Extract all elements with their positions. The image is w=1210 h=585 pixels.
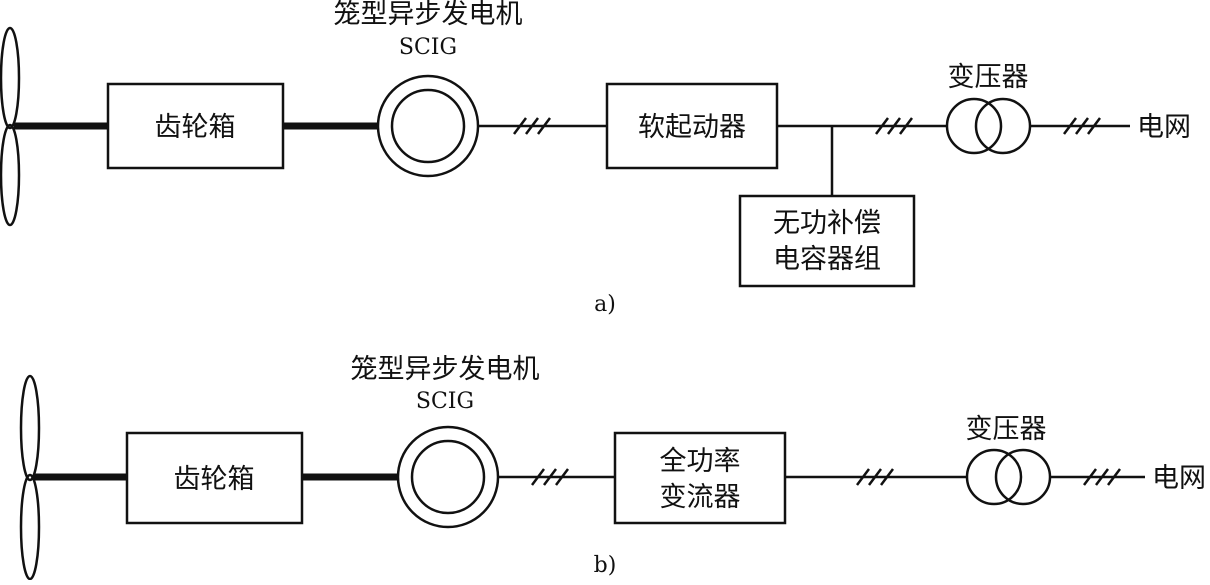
generator-cn-label-a: 笼型异步发电机: [334, 0, 523, 30]
diagram-a: [0, 26, 1130, 288]
caption-b: b): [594, 553, 617, 578]
transformer-icon-a: [945, 97, 1032, 155]
gearbox-label-a: 齿轮箱: [155, 112, 236, 143]
three-phase-mark-b3: [1083, 468, 1121, 486]
three-phase-mark-a3: [1063, 117, 1101, 135]
three-phase-mark-b1: [531, 468, 569, 486]
converter-label-line1-b: 全功率: [660, 446, 741, 477]
diagram-b: [19, 374, 1145, 581]
soft-starter-label-a: 软起动器: [638, 112, 746, 143]
three-phase-mark-b2: [856, 468, 894, 486]
grid-label-b: 电网: [1152, 463, 1206, 494]
caption-a: a): [594, 292, 616, 317]
transformer-icon-b: [965, 448, 1052, 506]
capacitor-bank-box-a: [738, 194, 916, 288]
three-phase-mark-a2: [875, 117, 913, 135]
gearbox-label-b: 齿轮箱: [174, 464, 255, 495]
grid-label-a: 电网: [1137, 112, 1191, 143]
turbine-blades-icon-b: [19, 374, 41, 581]
generator-en-label-a: SCIG: [399, 35, 457, 60]
generator-icon-a: [376, 74, 480, 178]
transformer-label-b: 变压器: [966, 414, 1047, 445]
transformer-label-a: 变压器: [948, 62, 1029, 93]
three-phase-mark-a1: [513, 117, 551, 135]
generator-en-label-b: SCIG: [416, 389, 474, 414]
converter-label-line2-b: 变流器: [660, 482, 741, 513]
compensation-label-line1-a: 无功补偿: [773, 208, 881, 239]
generator-icon-b: [396, 425, 500, 529]
turbine-blades-icon-a: [0, 26, 21, 227]
compensation-label-line2-a: 电容器组: [773, 244, 881, 275]
generator-cn-label-b: 笼型异步发电机: [351, 354, 540, 385]
